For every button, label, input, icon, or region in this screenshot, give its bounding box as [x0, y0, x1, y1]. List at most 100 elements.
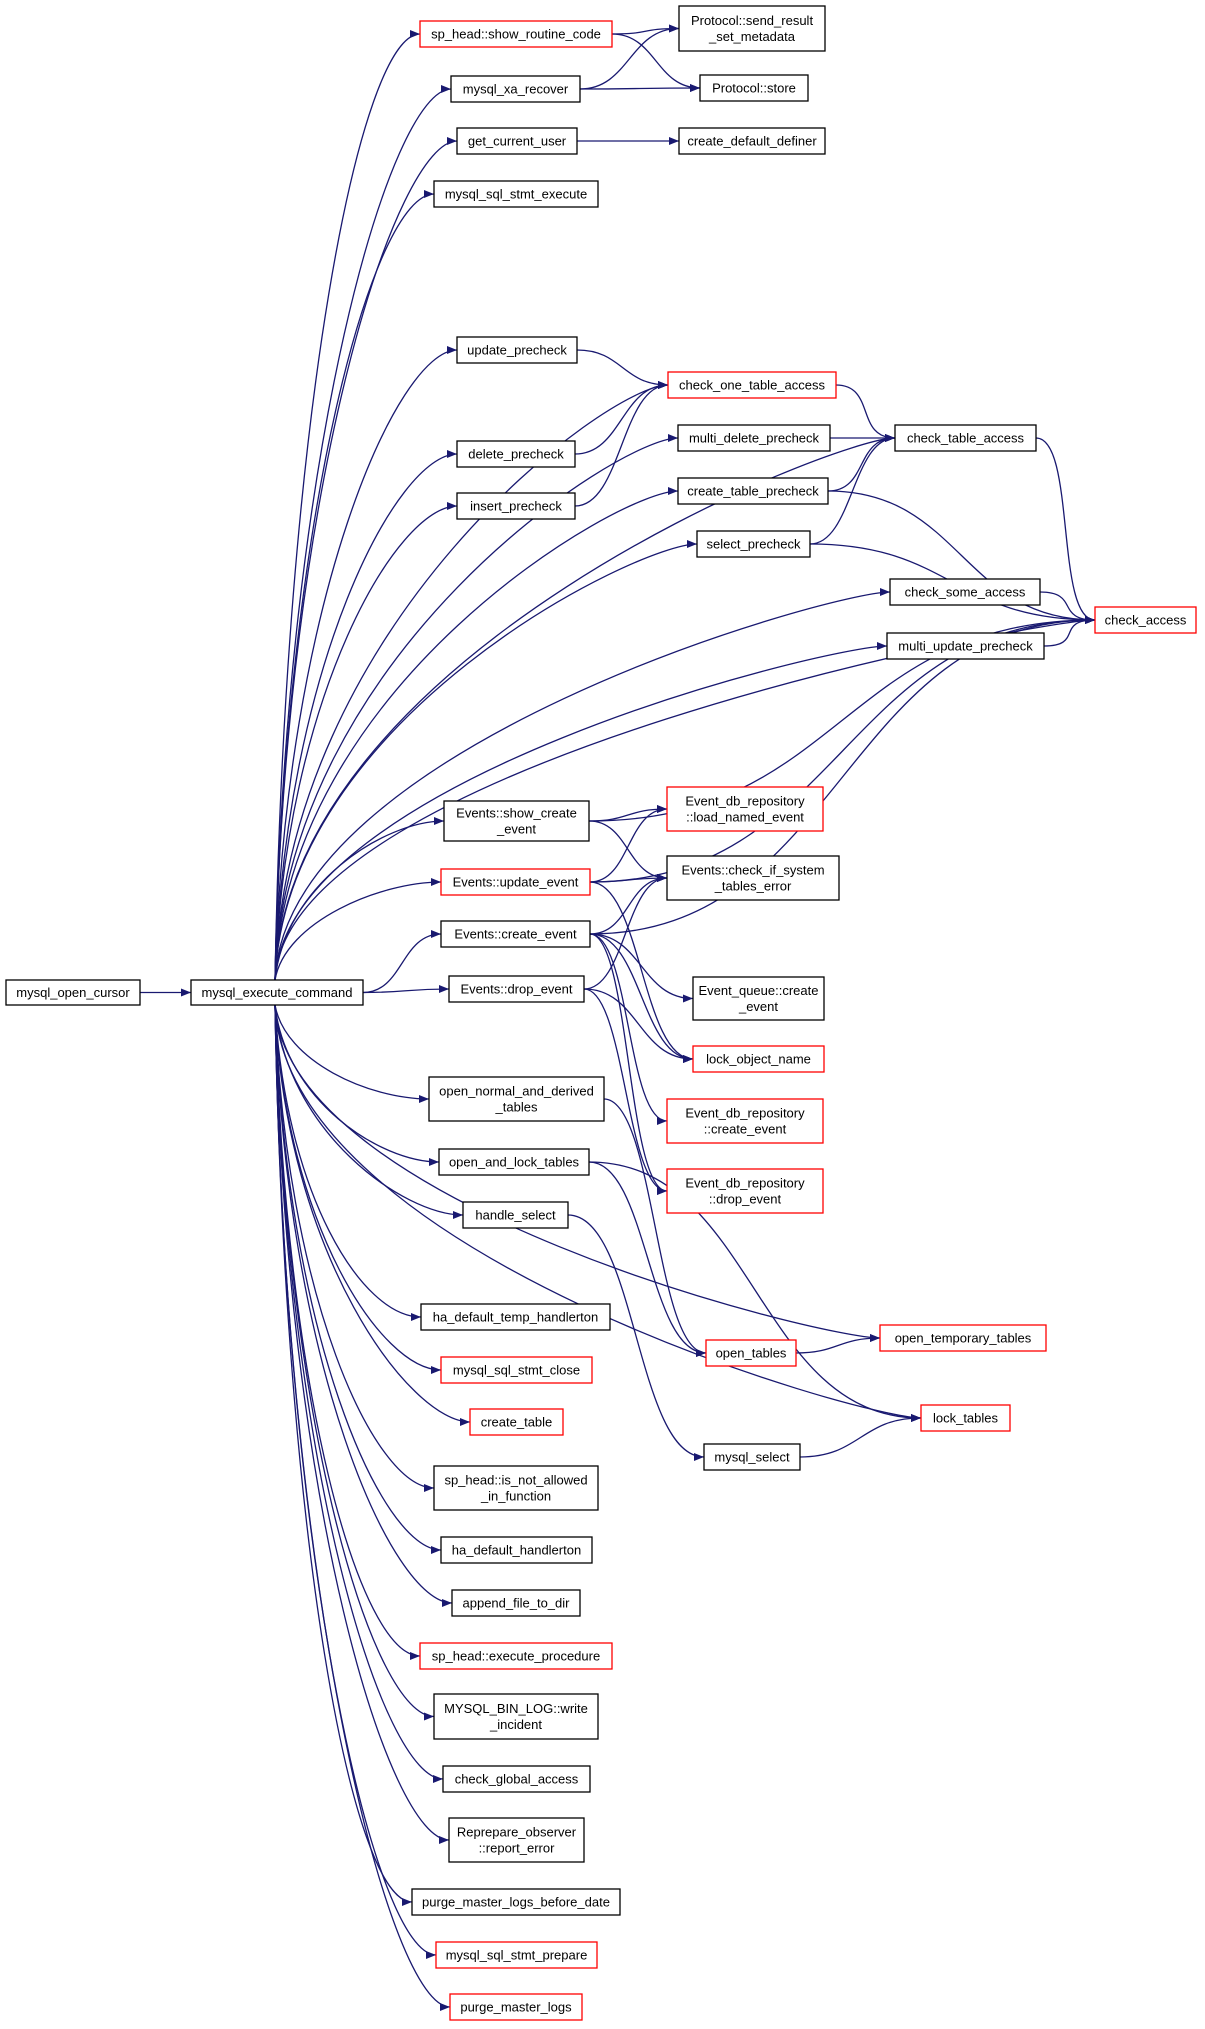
node-label: check_table_access — [907, 431, 1025, 446]
node-box — [703, 1443, 801, 1471]
node-create-table[interactable]: create_table — [469, 1408, 564, 1436]
node-open-tables[interactable]: open_tables — [705, 1339, 797, 1367]
edge-events_drop_event-to-lock_object_name — [583, 988, 694, 1063]
node-label: Events::drop_event — [460, 982, 572, 997]
node-box — [677, 424, 831, 452]
node-mysql-sql-stmt-close[interactable]: mysql_sql_stmt_close — [440, 1356, 593, 1384]
node-sp-head-execute-procedure[interactable]: sp_head::execute_procedure — [419, 1642, 613, 1670]
edge-mysql_execute_command-to-check_one_table_access — [274, 381, 669, 981]
node-protocol-store[interactable]: Protocol::store — [699, 74, 809, 102]
node-update-precheck[interactable]: update_precheck — [456, 336, 578, 364]
edge-events_update_event-to-event_db_repository_load_named_event — [589, 805, 668, 883]
node-box — [440, 1536, 593, 1564]
edge-multi_update_precheck-to-check_access — [1043, 616, 1096, 647]
node-multi-update-precheck[interactable]: multi_update_precheck — [886, 632, 1045, 660]
node-open-normal-and-derived-tables[interactable]: open_normal_and_derived_tables — [428, 1076, 605, 1122]
node-box — [666, 786, 824, 832]
node-label: create_default_definer — [687, 134, 817, 149]
node-box — [411, 1888, 621, 1916]
node-box — [450, 75, 581, 103]
node-box — [667, 371, 837, 399]
node-purge-master-logs-before-date[interactable]: purge_master_logs_before_date — [411, 1888, 621, 1916]
node-ha-default-handlerton[interactable]: ha_default_handlerton — [440, 1536, 593, 1564]
edge-mysql_execute_command-to-check_access — [274, 616, 1096, 981]
node-ha-default-temp-handlerton[interactable]: ha_default_temp_handlerton — [420, 1303, 611, 1331]
node-event-db-repository-drop-event[interactable]: Event_db_repository::drop_event — [666, 1168, 824, 1214]
node-create-table-precheck[interactable]: create_table_precheck — [677, 477, 829, 505]
edge-events_create_event-to-event_queue_create_event — [589, 933, 694, 1003]
edge-events_create_event-to-events_check_if_system_tables_error — [589, 874, 668, 935]
node-check-one-table-access[interactable]: check_one_table_access — [667, 371, 837, 399]
node-lock-object-name[interactable]: lock_object_name — [692, 1045, 825, 1073]
edge-delete_precheck-to-check_one_table_access — [574, 381, 669, 455]
edge-mysql_execute_command-to-insert_precheck — [274, 502, 458, 981]
node-box — [692, 976, 825, 1021]
node-mysql-execute-command[interactable]: mysql_execute_command — [190, 979, 364, 1006]
node-open-and-lock-tables[interactable]: open_and_lock_tables — [438, 1148, 590, 1176]
node-label: open_and_lock_tables — [449, 1155, 580, 1170]
node-box — [705, 1339, 797, 1367]
node-mysql-open-cursor[interactable]: mysql_open_cursor — [5, 979, 141, 1006]
node-label: mysql_xa_recover — [463, 82, 569, 97]
edge-events_create_event-to-lock_object_name — [589, 933, 694, 1063]
node-events-check-if-system-tables-error[interactable]: Events::check_if_system_tables_error — [666, 855, 840, 901]
node-box — [440, 920, 591, 948]
node-open-temporary-tables[interactable]: open_temporary_tables — [879, 1324, 1047, 1352]
edge-open_tables-to-open_temporary_tables — [795, 1334, 881, 1354]
edge-mysql_xa_recover-to-protocol_send_result_set_metadata — [579, 24, 680, 90]
node-mysql-select[interactable]: mysql_select — [703, 1443, 801, 1471]
node-label: ::drop_event — [709, 1192, 782, 1207]
node-events-show-create-event[interactable]: Events::show_create_event — [443, 800, 590, 842]
node-event-db-repository-load-named-event[interactable]: Event_db_repository::load_named_event — [666, 786, 824, 832]
node-events-drop-event[interactable]: Events::drop_event — [448, 975, 585, 1003]
node-append-file-to-dir[interactable]: append_file_to_dir — [451, 1589, 581, 1617]
edge-mysql_execute_command-to-events_create_event — [362, 930, 442, 994]
node-box — [451, 1589, 581, 1617]
node-event-db-repository-create-event[interactable]: Event_db_repository::create_event — [666, 1098, 824, 1144]
node-mysql-bin-log-write-incident[interactable]: MYSQL_BIN_LOG::write_incident — [433, 1693, 599, 1740]
node-purge-master-logs[interactable]: purge_master_logs — [449, 1993, 583, 2021]
node-create-default-definer[interactable]: create_default_definer — [678, 127, 826, 155]
node-mysql-xa-recover[interactable]: mysql_xa_recover — [450, 75, 581, 103]
node-box — [419, 20, 613, 48]
node-events-create-event[interactable]: Events::create_event — [440, 920, 591, 948]
node-box — [440, 868, 591, 896]
node-sp-head-show-routine-code[interactable]: sp_head::show_routine_code — [419, 20, 613, 48]
node-label: ::create_event — [704, 1122, 787, 1137]
node-box — [438, 1148, 590, 1176]
node-label: get_current_user — [468, 134, 567, 149]
node-insert-precheck[interactable]: insert_precheck — [456, 492, 576, 520]
node-label: _set_metadata — [708, 29, 796, 44]
node-reprepare-observer-report-error[interactable]: Reprepare_observer::report_error — [448, 1817, 585, 1863]
node-handle-select[interactable]: handle_select — [462, 1201, 569, 1229]
node-mysql-sql-stmt-execute[interactable]: mysql_sql_stmt_execute — [433, 180, 599, 208]
node-box — [1094, 606, 1197, 634]
node-box — [696, 530, 811, 558]
node-mysql-sql-stmt-prepare[interactable]: mysql_sql_stmt_prepare — [435, 1941, 598, 1969]
node-event-queue-create-event[interactable]: Event_queue::create_event — [692, 976, 825, 1021]
node-label: _tables_error — [714, 879, 792, 894]
node-select-precheck[interactable]: select_precheck — [696, 530, 811, 558]
node-check-some-access[interactable]: check_some_access — [889, 578, 1041, 606]
node-box — [448, 1817, 585, 1863]
node-check-global-access[interactable]: check_global_access — [442, 1765, 591, 1793]
node-check-table-access[interactable]: check_table_access — [894, 424, 1037, 452]
node-box — [443, 800, 590, 842]
node-check-access[interactable]: check_access — [1094, 606, 1197, 634]
node-box — [456, 492, 576, 520]
node-label: MYSQL_BIN_LOG::write — [444, 1701, 588, 1716]
edge-mysql_execute_command-to-sp_head_execute_procedure — [274, 1004, 421, 1660]
node-sp-head-is-not-allowed-in-function[interactable]: sp_head::is_not_allowed_in_function — [433, 1465, 599, 1511]
edge-mysql_execute_command-to-update_precheck — [274, 346, 458, 981]
edge-check_one_table_access-to-check_table_access — [835, 384, 896, 442]
edge-events_create_event-to-check_access — [589, 616, 1096, 935]
node-events-update-event[interactable]: Events::update_event — [440, 868, 591, 896]
edge-mysql_execute_command-to-events_drop_event — [362, 985, 450, 994]
node-get-current-user[interactable]: get_current_user — [456, 127, 578, 155]
node-multi-delete-precheck[interactable]: multi_delete_precheck — [677, 424, 831, 452]
node-protocol-send-result-set-metadata[interactable]: Protocol::send_result_set_metadata — [678, 5, 826, 52]
node-label: Event_db_repository — [685, 1176, 805, 1191]
node-label: Events::update_event — [453, 875, 579, 890]
node-delete-precheck[interactable]: delete_precheck — [456, 440, 576, 468]
node-lock-tables[interactable]: lock_tables — [920, 1404, 1011, 1432]
